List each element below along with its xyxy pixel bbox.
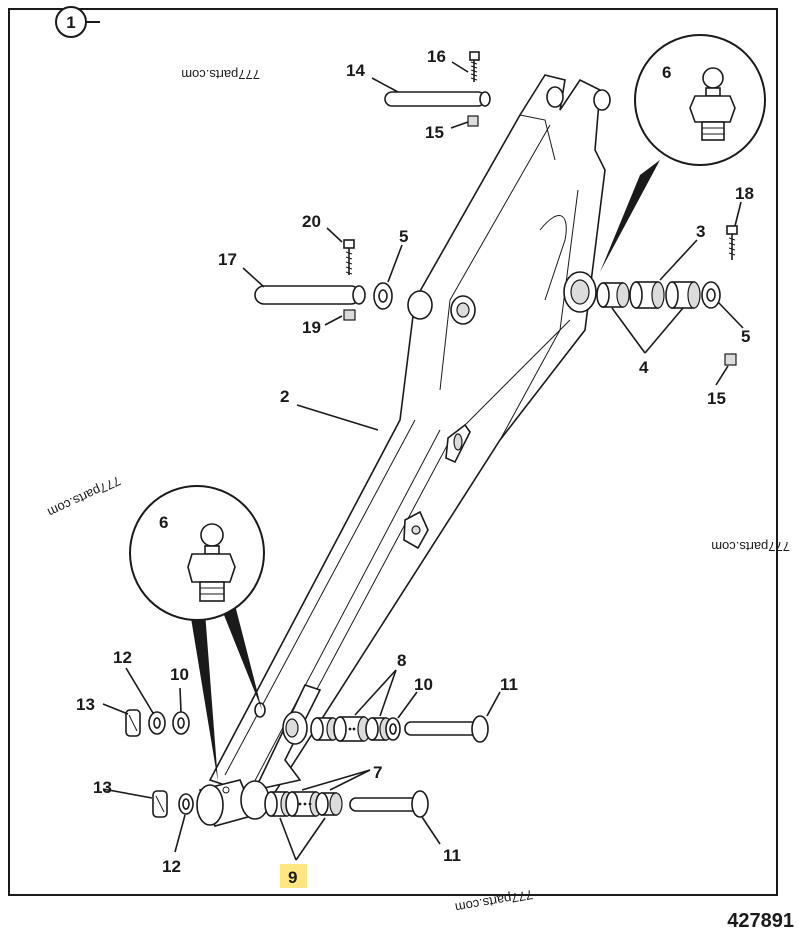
- callout-12-top: 12: [113, 648, 132, 667]
- callout-6-bottom: 6: [159, 513, 168, 532]
- grease-nipple-detail-bottom: [129, 485, 265, 782]
- callout-11-top: 11: [500, 675, 518, 694]
- callout-17: 17: [218, 250, 237, 269]
- callout-13-top: 13: [76, 695, 95, 714]
- lower-pin-assembly-upper: [125, 709, 489, 743]
- callout-13-bottom: 13: [93, 778, 112, 797]
- lower-pin-assembly-lower: [152, 790, 429, 818]
- callout-15-top: 15: [425, 123, 444, 142]
- callout-20: 20: [302, 212, 321, 231]
- callout-14: 14: [346, 61, 365, 80]
- right-pivot-assembly: [596, 225, 738, 366]
- callout-10-left: 10: [170, 665, 189, 684]
- leader-lines: [102, 61, 744, 861]
- callout-labels: 14 16 15 6 18 3 20 5 17 19 5 4 15 2 6 8 …: [76, 47, 754, 888]
- callout-4: 4: [639, 358, 649, 377]
- callout-18: 18: [735, 184, 754, 203]
- figure-number-badge: 1: [55, 6, 100, 38]
- callout-8: 8: [397, 651, 406, 670]
- figure-number: 1: [66, 13, 75, 32]
- callout-19: 19: [302, 318, 321, 337]
- callout-9: 9: [288, 868, 297, 887]
- callout-10-right: 10: [414, 675, 433, 694]
- callout-15-right: 15: [707, 389, 726, 408]
- watermark-left: 777parts.com: [45, 473, 123, 520]
- callout-6-top: 6: [662, 63, 671, 82]
- document-number: 427891: [727, 910, 794, 932]
- callout-12-bottom: 12: [162, 857, 181, 876]
- grease-nipple-detail-top: [600, 34, 766, 272]
- callout-5-right: 5: [741, 327, 750, 346]
- callout-11-bottom: 11: [443, 846, 461, 865]
- watermark-right: 777parts.com: [711, 539, 790, 554]
- boom-arm: [196, 74, 611, 827]
- top-pin-assembly: [384, 51, 491, 127]
- diagram-frame: [8, 8, 778, 896]
- callout-16: 16: [427, 47, 446, 66]
- callout-7: 7: [373, 763, 382, 782]
- watermark-top: 777parts.com: [181, 67, 260, 82]
- callout-3: 3: [696, 222, 705, 241]
- callout-2: 2: [280, 387, 289, 406]
- watermark-bottom: 777parts.com: [454, 887, 534, 915]
- mid-pin-assembly: [254, 239, 393, 321]
- callout-5-mid: 5: [399, 227, 408, 246]
- callout-9-highlight: [280, 864, 307, 888]
